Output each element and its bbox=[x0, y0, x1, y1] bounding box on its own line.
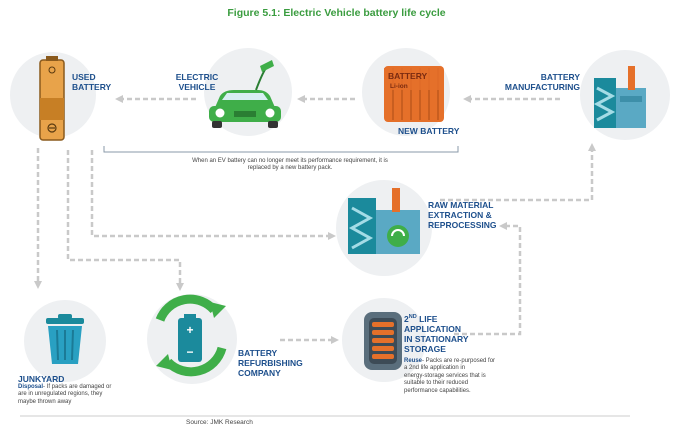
ev-replacement-bracket bbox=[103, 146, 459, 153]
arrow-raw-to-manufacturing bbox=[440, 143, 596, 202]
electric-car-icon bbox=[209, 60, 281, 128]
trash-can-icon bbox=[46, 314, 84, 364]
second-life-text: LIFE APPLICATION IN STATIONARY STORAGE bbox=[404, 313, 469, 354]
label-battery: BATTERY bbox=[388, 71, 428, 81]
figure-title: Figure 5.1: Electric Vehicle battery lif… bbox=[227, 7, 446, 19]
label-battery-refurbishing: BATTERY REFURBISHING COMPANY bbox=[238, 348, 303, 378]
note-reuse: Reuse- Packs are re-purposed for a 2nd l… bbox=[404, 358, 495, 395]
note-disposal: Disposal- If packs are damaged or are in… bbox=[18, 384, 111, 406]
label-li-ion: Li-ion bbox=[390, 83, 408, 90]
arrow-used-to-raw-material bbox=[90, 150, 336, 240]
label-new-battery: NEW BATTERY bbox=[398, 126, 460, 136]
second-life-number: 2 bbox=[404, 313, 409, 324]
second-life-suffix: ND bbox=[408, 314, 417, 320]
arrow-second-life-to-raw-material bbox=[454, 222, 522, 336]
disposal-text: - If packs are damaged or are in unregul… bbox=[18, 384, 112, 405]
label-electric-vehicle: ELECTRIC VEHICLE bbox=[175, 72, 219, 92]
used-battery-icon bbox=[39, 56, 65, 141]
label-junkyard: JUNKYARD bbox=[18, 374, 65, 384]
label-second-life: 2ND LIFE APPLICATION IN STATIONARY STORA… bbox=[404, 312, 469, 354]
svg-text:+: + bbox=[186, 323, 193, 337]
note-ev-replacement: When an EV battery can no longer meet it… bbox=[192, 158, 388, 172]
refurbish-cycle-icon: + − bbox=[155, 294, 227, 377]
label-raw-material: RAW MATERIAL EXTRACTION & REPROCESSING bbox=[428, 200, 497, 230]
factory-icon-manufacturing bbox=[593, 66, 646, 128]
label-used-battery: USED BATTERY bbox=[72, 72, 112, 92]
arrow-used-to-refurbishing bbox=[66, 150, 184, 291]
label-battery-manufacturing: BATTERY MANUFACTURING bbox=[504, 72, 580, 92]
battery-pack-icon bbox=[384, 66, 444, 122]
factory-icon-raw-material bbox=[348, 188, 420, 254]
reuse-heading: Reuse bbox=[404, 358, 423, 364]
source-text: Source: JMK Research bbox=[186, 419, 253, 426]
stationary-storage-icon bbox=[364, 312, 402, 370]
disposal-heading: Disposal bbox=[18, 384, 44, 390]
reuse-text: - Packs are re-purposed for a 2nd life a… bbox=[404, 358, 496, 394]
svg-text:−: − bbox=[186, 345, 193, 359]
